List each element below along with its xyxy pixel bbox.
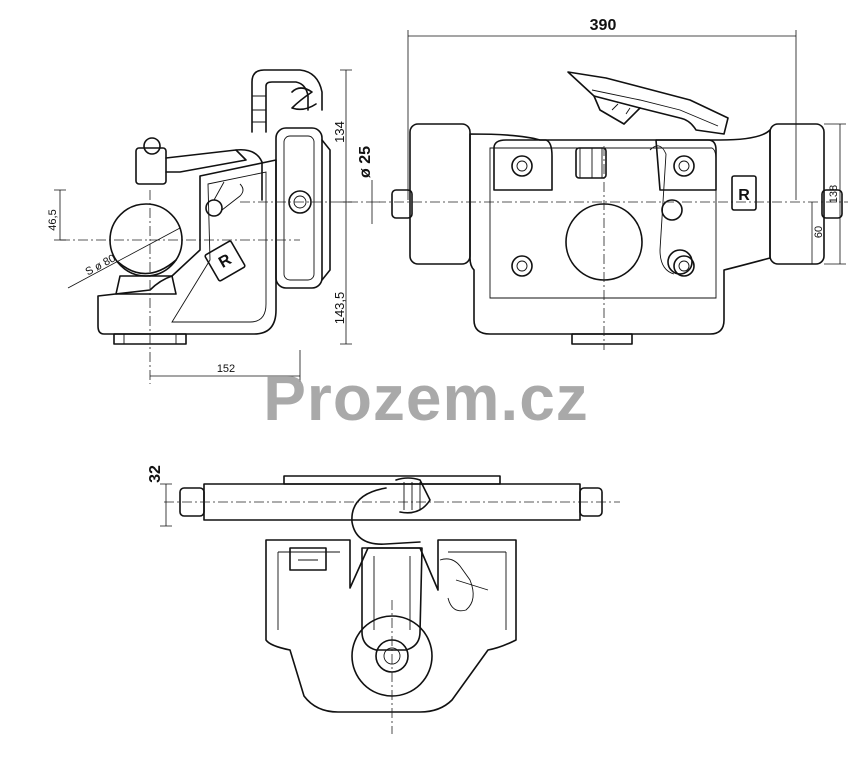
dim-plate-thickness: 32 xyxy=(147,465,164,483)
dim-width-overall: 390 xyxy=(590,17,617,34)
svg-text:R: R xyxy=(738,187,750,204)
top-view xyxy=(160,475,620,734)
dim-height-mid: 60 xyxy=(813,226,825,238)
side-view: R xyxy=(54,69,380,384)
dim-height-bottom: 143,5 xyxy=(332,292,347,325)
watermark-text: Prozem.cz xyxy=(263,362,589,434)
front-bolts xyxy=(511,155,695,277)
dim-offset-ball: 46,5 xyxy=(47,209,59,230)
dim-ball-size: S ø 80 xyxy=(83,252,117,278)
r-logo-plate-side: R xyxy=(204,240,246,282)
dim-depth: 152 xyxy=(217,363,235,375)
front-view: R xyxy=(376,30,848,350)
dim-height-top: 134 xyxy=(332,121,347,143)
dim-height-front: 138 xyxy=(828,185,840,203)
dim-pin-diameter: ø 25 xyxy=(357,146,374,178)
svg-text:R: R xyxy=(216,251,235,272)
r-logo-plate-front: R xyxy=(731,175,757,211)
